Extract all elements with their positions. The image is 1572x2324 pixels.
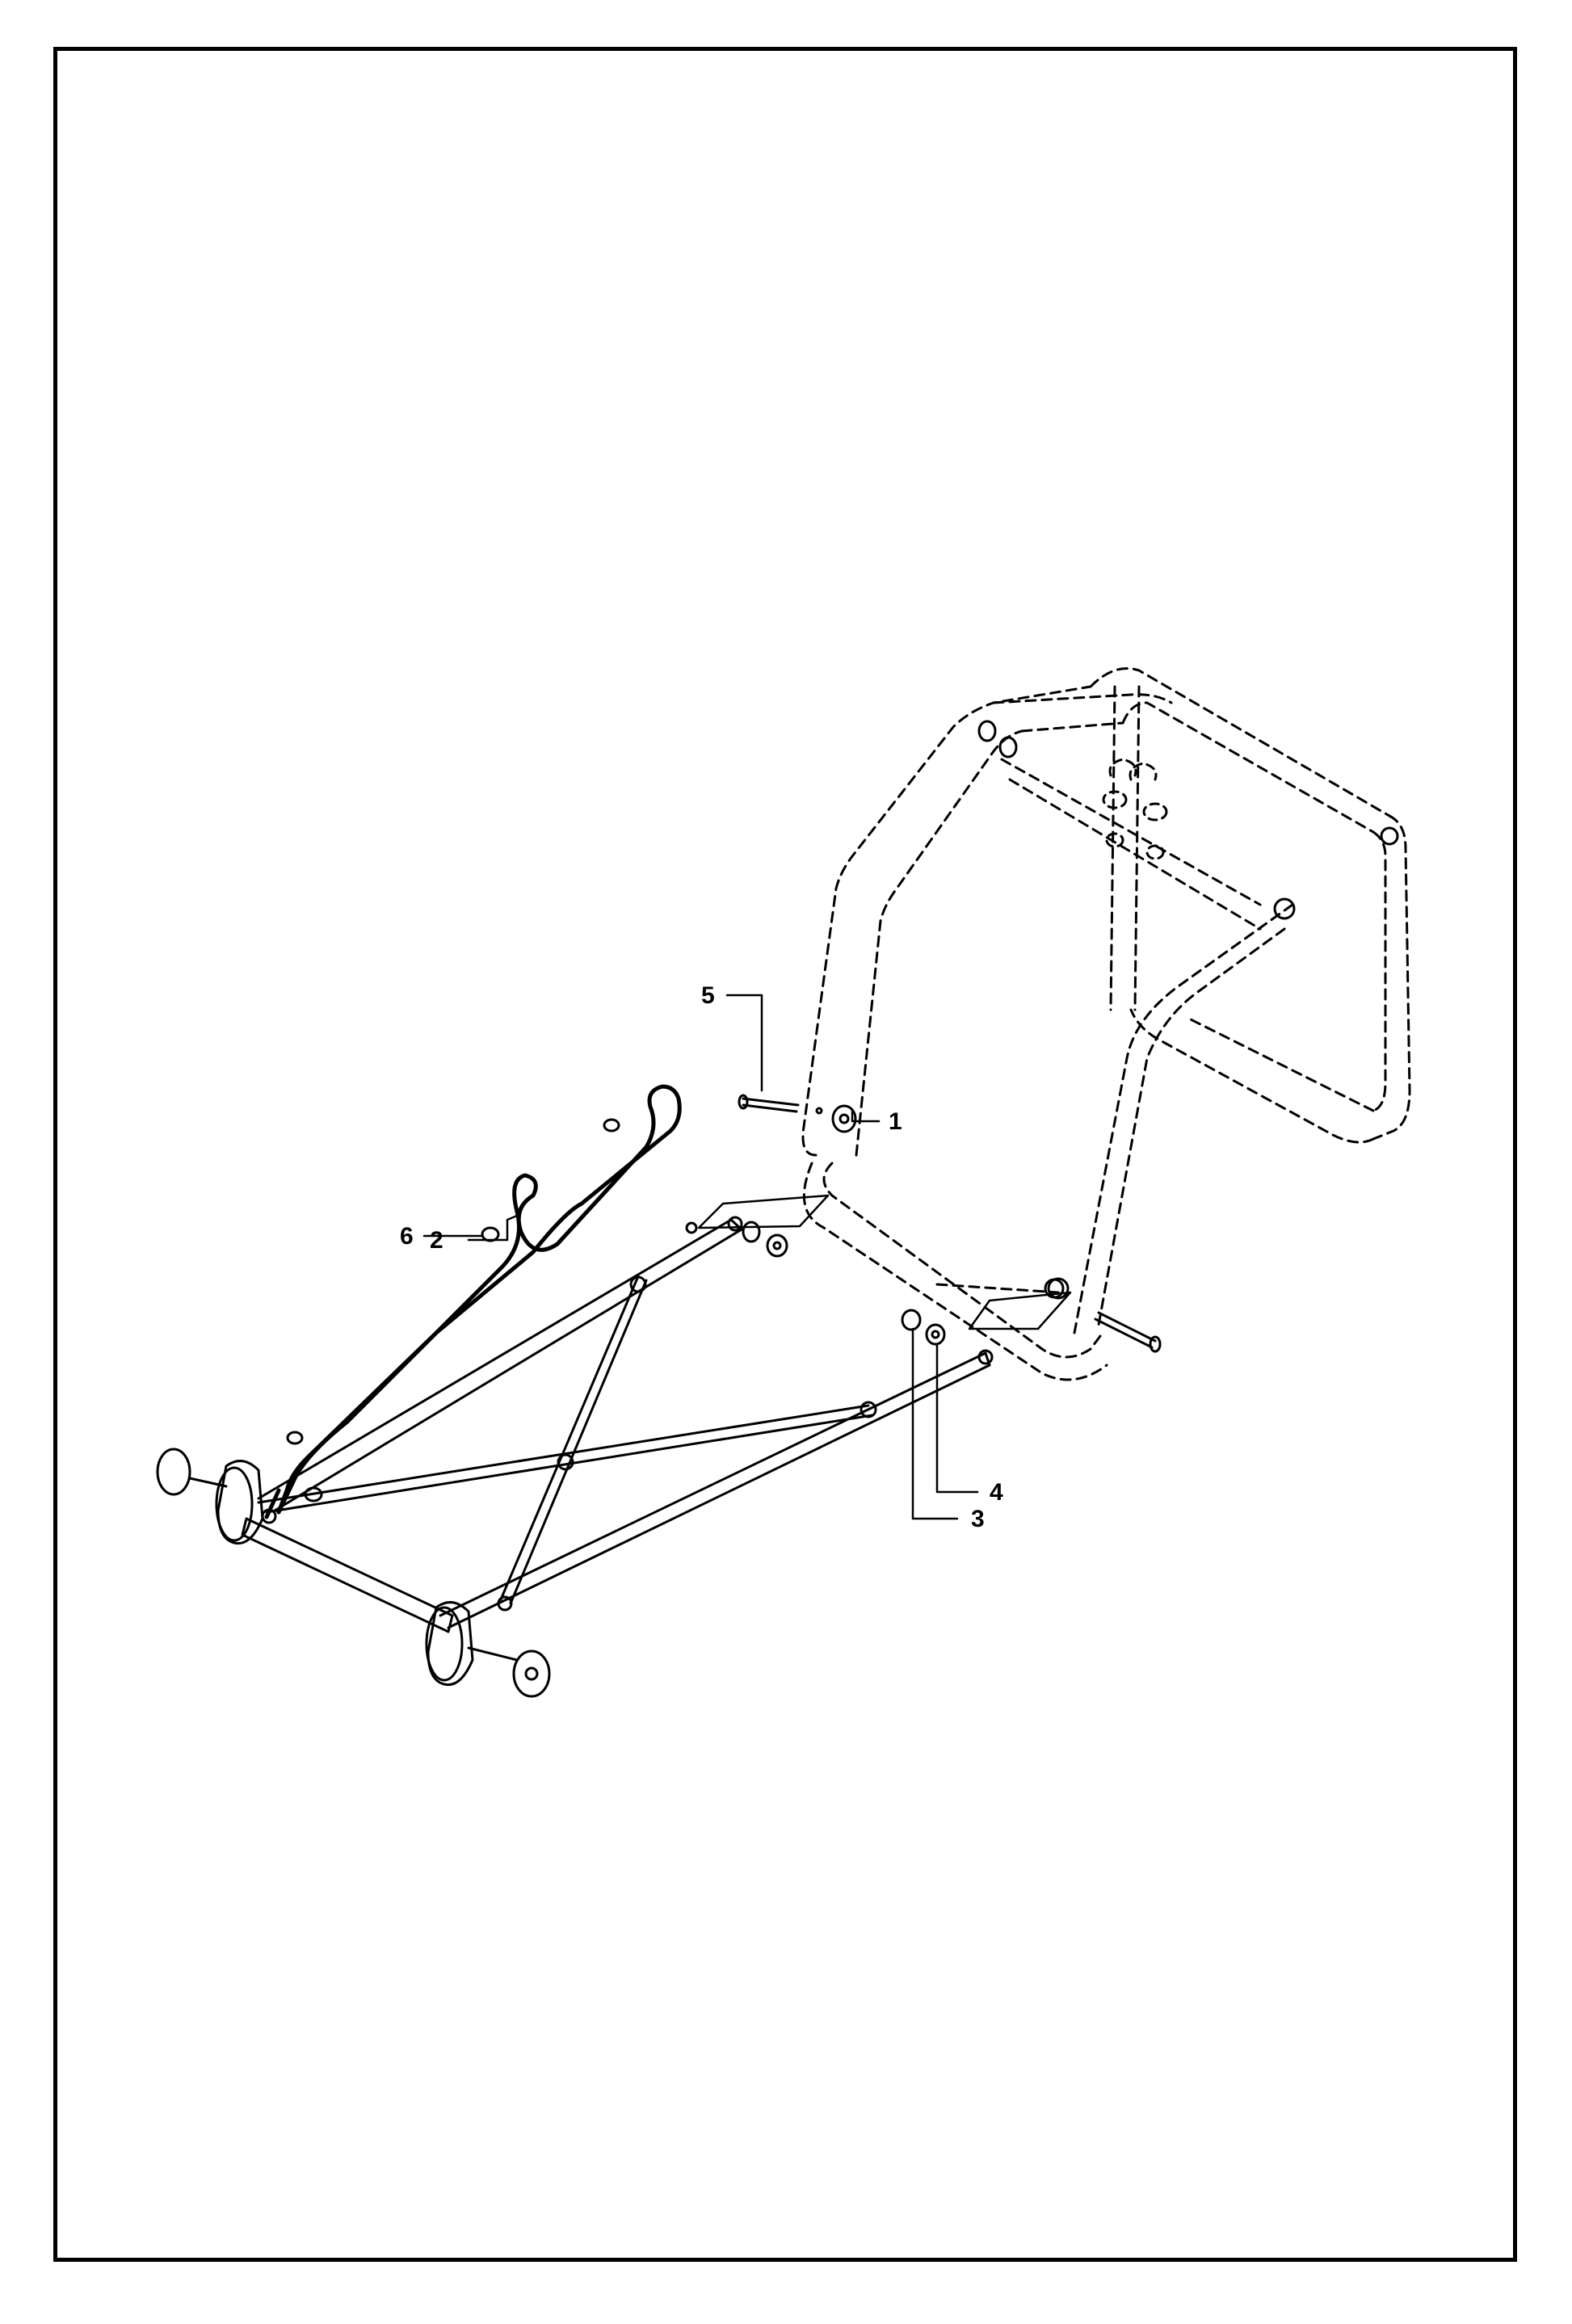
frame-nuts [977,720,1399,1300]
rear-wheel-right [425,1601,551,1698]
trolley-frame [241,1216,994,1633]
mount-plates [697,1194,1072,1330]
callout-5: 5 [701,982,715,1009]
part-4-washer [925,1323,946,1346]
washer-nut-upper [685,1221,788,1258]
part-3-nut [901,1309,922,1331]
callout-6: 6 [400,1223,414,1250]
leader-lines [422,994,979,1520]
handle-frame-reference [801,667,1411,1381]
bolt-lower-right [1044,1278,1162,1353]
mount-bracket-reference [1102,758,1168,860]
callout-2: 2 [430,1227,443,1254]
drawing-border [53,47,1517,2262]
callout-4: 4 [990,1479,1003,1506]
part-6-nut [481,1226,500,1242]
callout-3: 3 [971,1506,985,1532]
callout-1: 1 [889,1108,902,1135]
part-1-spacer [815,1104,857,1133]
cable-clips [286,1118,620,1502]
part-5-bolt [738,1094,800,1113]
part-2-lifting-cable [264,1084,682,1519]
rear-wheel-left [156,1448,264,1545]
